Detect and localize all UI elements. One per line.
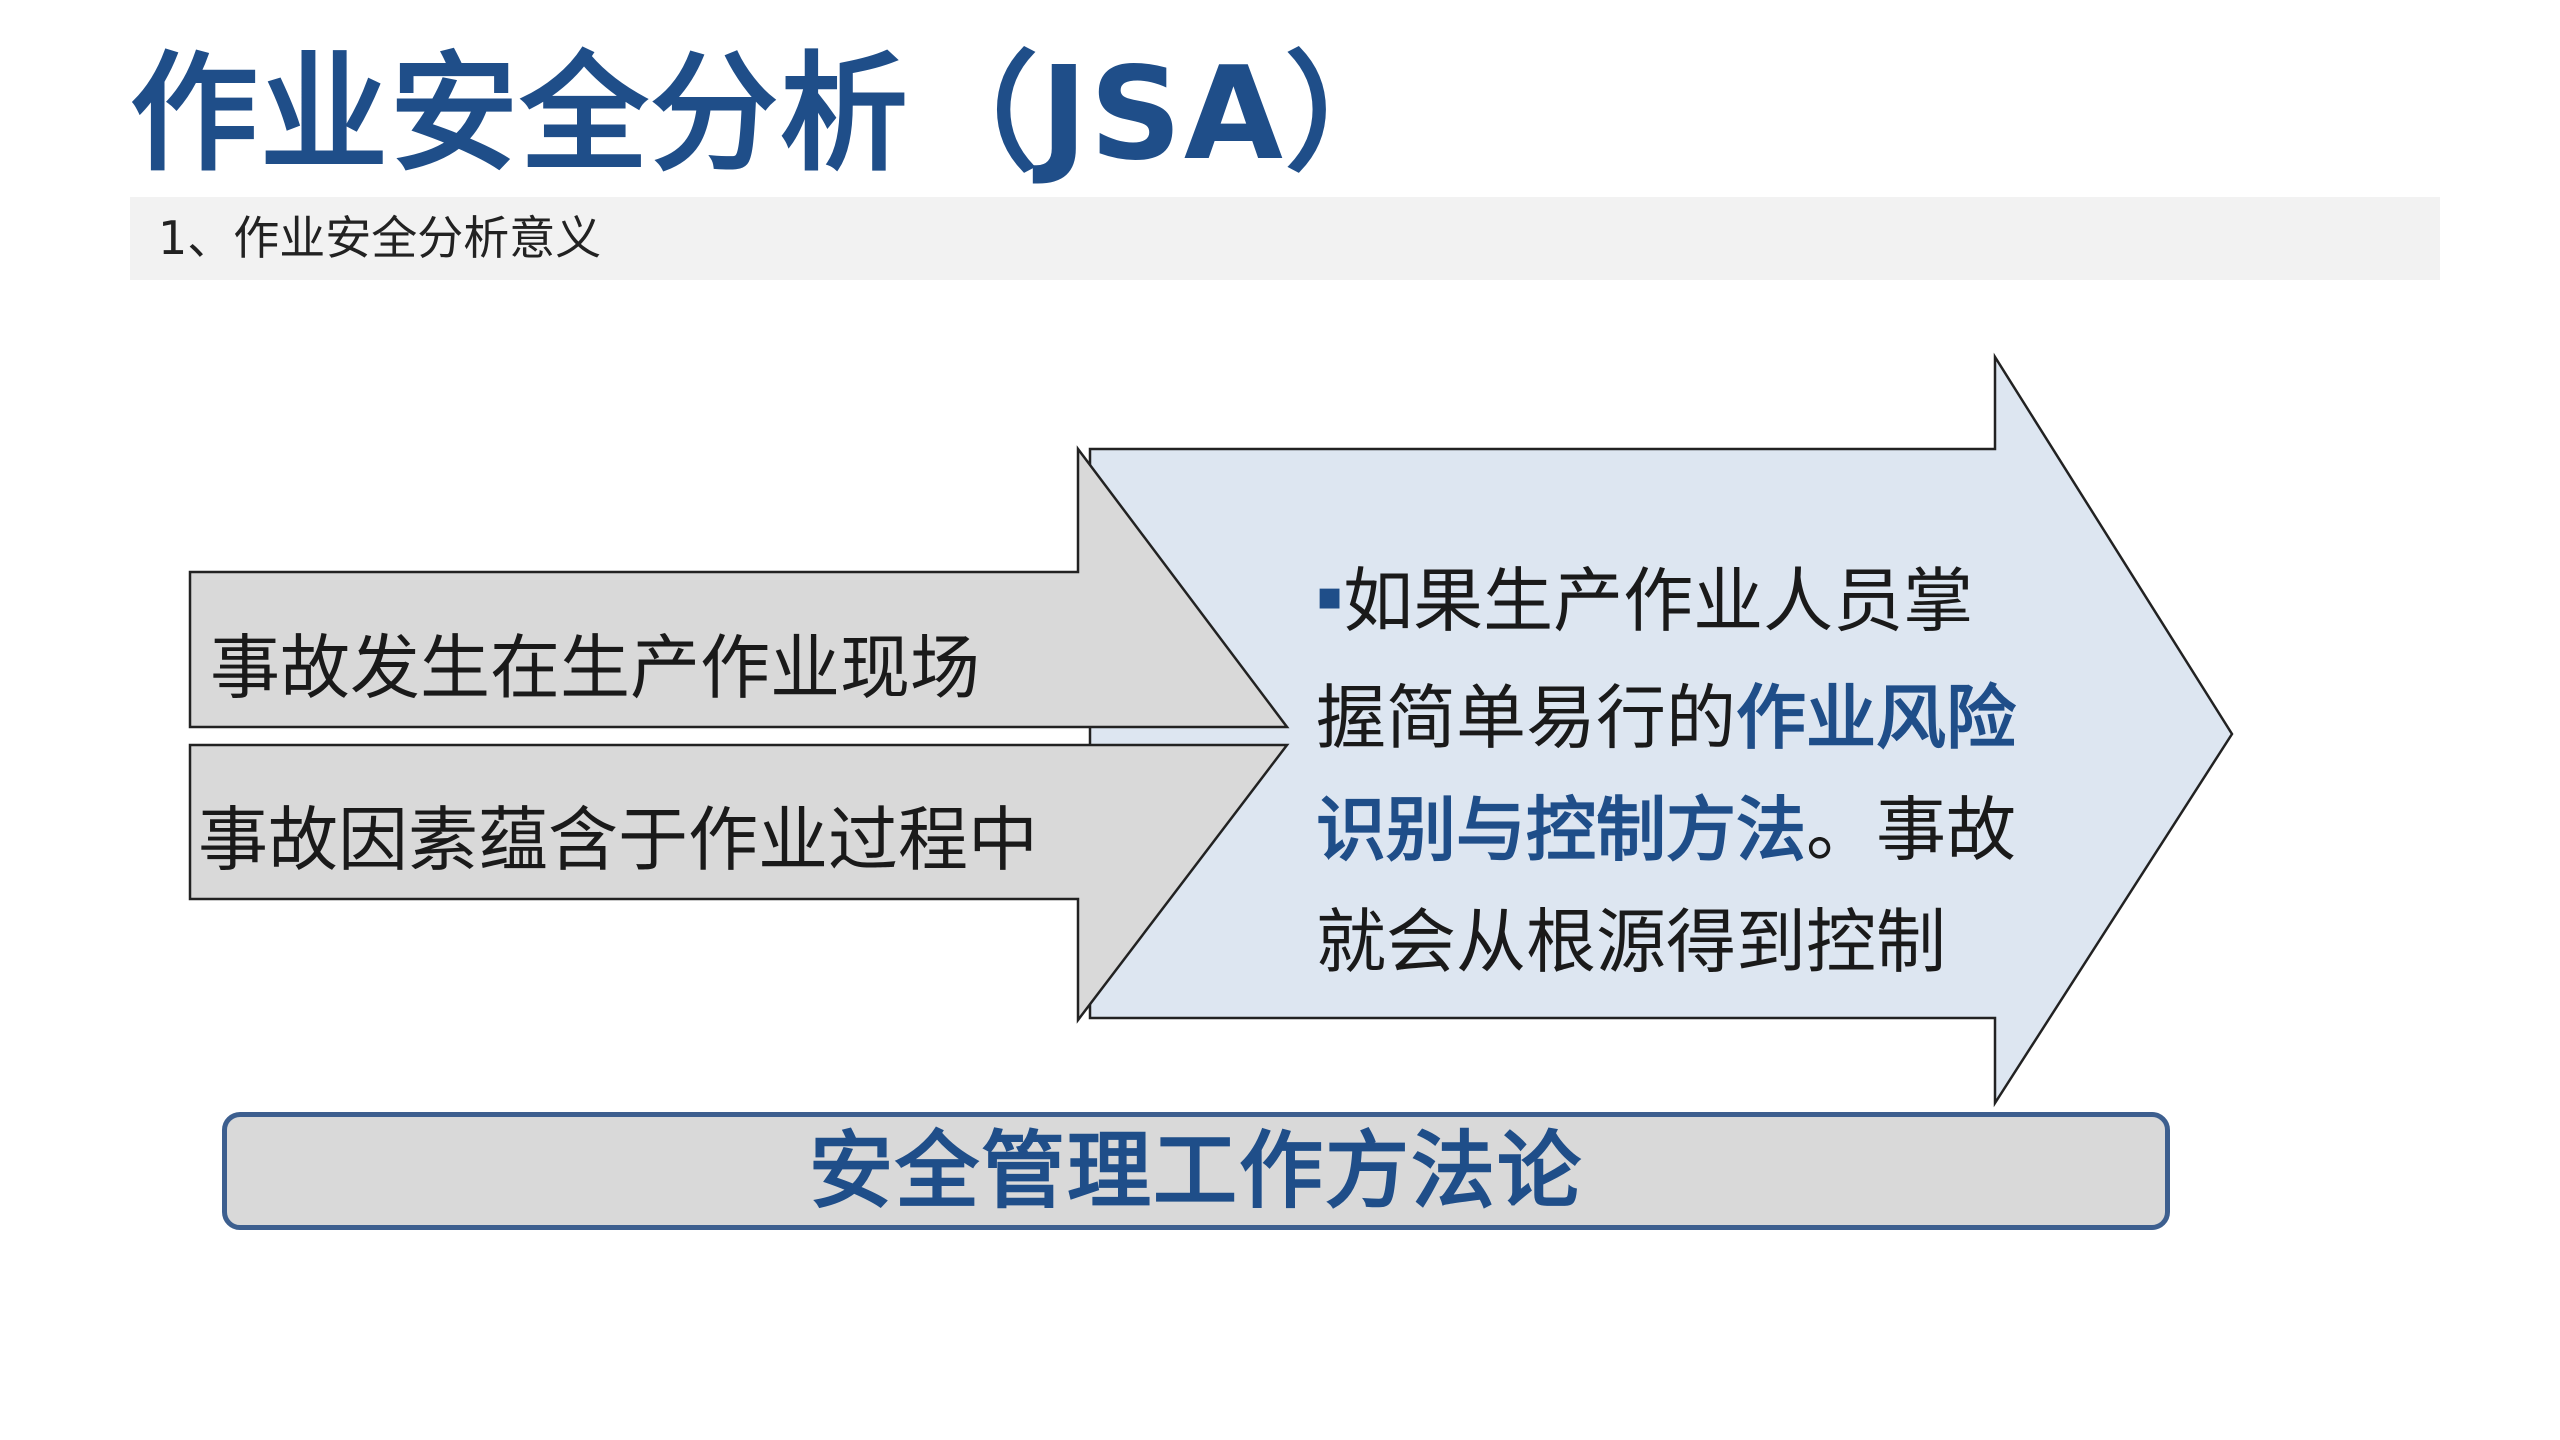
bullet-icon: ▪ <box>1316 572 1344 619</box>
big-arrow-line-2: 握简单易行的作业风险 <box>1316 676 2016 759</box>
big-arrow-line-3: 识别与控制方法。事故 <box>1316 788 2016 871</box>
section-heading: 1、作业安全分析意义 <box>158 211 602 265</box>
methodology-box: 安全管理工作方法论 <box>222 1112 2170 1230</box>
big-arrow-line-4: 就会从根源得到控制 <box>1316 900 1946 983</box>
lower-arrow-label: 事故因素蕴含于作业过程中 <box>198 799 1038 881</box>
big-arrow-line-1: ▪如果生产作业人员掌 <box>1316 560 1974 642</box>
methodology-label: 安全管理工作方法论 <box>808 1122 1583 1220</box>
lower-arrow-shape <box>188 743 1290 1024</box>
page-title: 作业安全分析（JSA） <box>130 40 1415 189</box>
upper-arrow-shape <box>188 445 1290 729</box>
big-arrow-text: ▪如果生产作业人员掌 握简单易行的作业风险 识别与控制方法。事故 就会从根源得到… <box>1316 545 2076 998</box>
upper-arrow-label: 事故发生在生产作业现场 <box>210 627 980 709</box>
big-arrow-shape <box>1088 352 2234 1108</box>
subtitle-bar: 1、作业安全分析意义 <box>130 197 2440 280</box>
